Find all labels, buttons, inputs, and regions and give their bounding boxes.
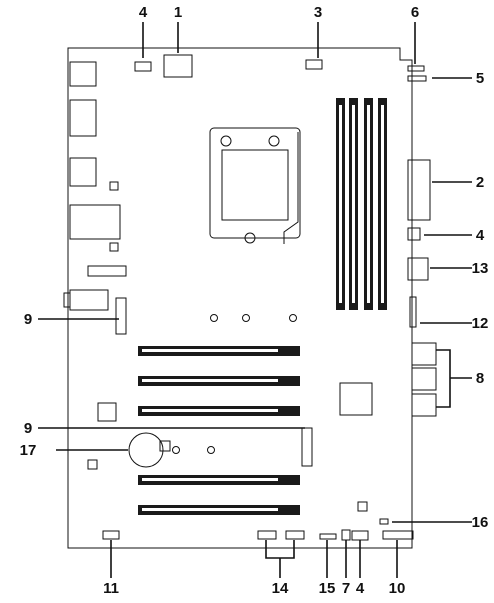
- battery-clip: [159, 440, 171, 452]
- small-chip: [109, 181, 119, 191]
- m2-slot-upper: [115, 297, 127, 335]
- small-chip: [109, 242, 119, 252]
- rear-io-block: [69, 99, 97, 137]
- callout-10: 10: [389, 580, 406, 597]
- socket-lever: [283, 132, 299, 244]
- socket-screw: [244, 232, 256, 244]
- fan-header: [351, 530, 369, 541]
- mounting-hole: [210, 314, 218, 322]
- pin-header: [285, 530, 305, 540]
- eps-power-connector: [163, 54, 193, 78]
- rear-io-block: [69, 204, 121, 240]
- pin-header: [102, 530, 120, 540]
- fan-header: [305, 59, 323, 70]
- rear-io-block: [69, 61, 97, 87]
- rear-io-block: [69, 289, 109, 311]
- m2-slot-lower: [301, 427, 313, 467]
- cpu-socket: [209, 127, 301, 239]
- callout-16: 16: [472, 514, 489, 531]
- mounting-hole: [207, 446, 215, 454]
- header-top-right: [407, 75, 427, 82]
- front-panel-header: [382, 530, 414, 540]
- small-chip: [97, 402, 117, 422]
- socket-screw: [268, 135, 280, 147]
- jumper: [379, 518, 389, 525]
- rear-io-block: [63, 292, 71, 308]
- callout-5: 5: [476, 70, 484, 87]
- usb-header: [407, 257, 429, 281]
- pin-header: [257, 530, 277, 540]
- callout-4: 4: [356, 580, 365, 597]
- mounting-hole: [172, 446, 180, 454]
- fan-header: [134, 61, 152, 72]
- callout-11: 11: [103, 580, 119, 597]
- callout-1: 1: [174, 4, 182, 21]
- rear-io-block: [87, 265, 127, 277]
- chipset: [339, 382, 373, 416]
- small-chip: [87, 459, 98, 470]
- callout-6: 6: [411, 4, 419, 21]
- callout-4: 4: [476, 227, 485, 244]
- callout-9: 9: [24, 420, 32, 437]
- cpu-socket-inner: [221, 149, 289, 221]
- mounting-hole: [242, 314, 250, 322]
- callout-4: 4: [139, 4, 148, 21]
- callout-8: 8: [476, 370, 484, 387]
- fan-header: [407, 227, 421, 241]
- sata-port: [411, 367, 437, 391]
- pcie-slots: [138, 346, 300, 515]
- callout-3: 3: [314, 4, 322, 21]
- socket-screw: [220, 135, 232, 147]
- callout-9: 9: [24, 311, 32, 328]
- callout-17: 17: [20, 442, 37, 459]
- callout-15: 15: [319, 580, 336, 597]
- board-outline: [67, 47, 413, 549]
- button: [341, 529, 351, 541]
- cmos-battery: [128, 432, 164, 468]
- callout-12: 12: [472, 315, 489, 332]
- callout-14: 14: [272, 580, 289, 597]
- m2-vertical-slot: [409, 296, 417, 328]
- mounting-hole: [289, 314, 297, 322]
- callout-13: 13: [472, 260, 489, 277]
- header-top-right: [407, 65, 425, 72]
- small-chip: [357, 501, 368, 512]
- callout-2: 2: [476, 174, 484, 191]
- sata-port: [411, 342, 437, 366]
- sata-port: [411, 393, 437, 417]
- pin-header: [319, 533, 337, 540]
- atx-power-connector: [407, 159, 431, 221]
- rear-io-block: [69, 157, 97, 187]
- callout-7: 7: [342, 580, 350, 597]
- dimm-slots: [336, 98, 387, 310]
- leader-lines: [38, 22, 472, 578]
